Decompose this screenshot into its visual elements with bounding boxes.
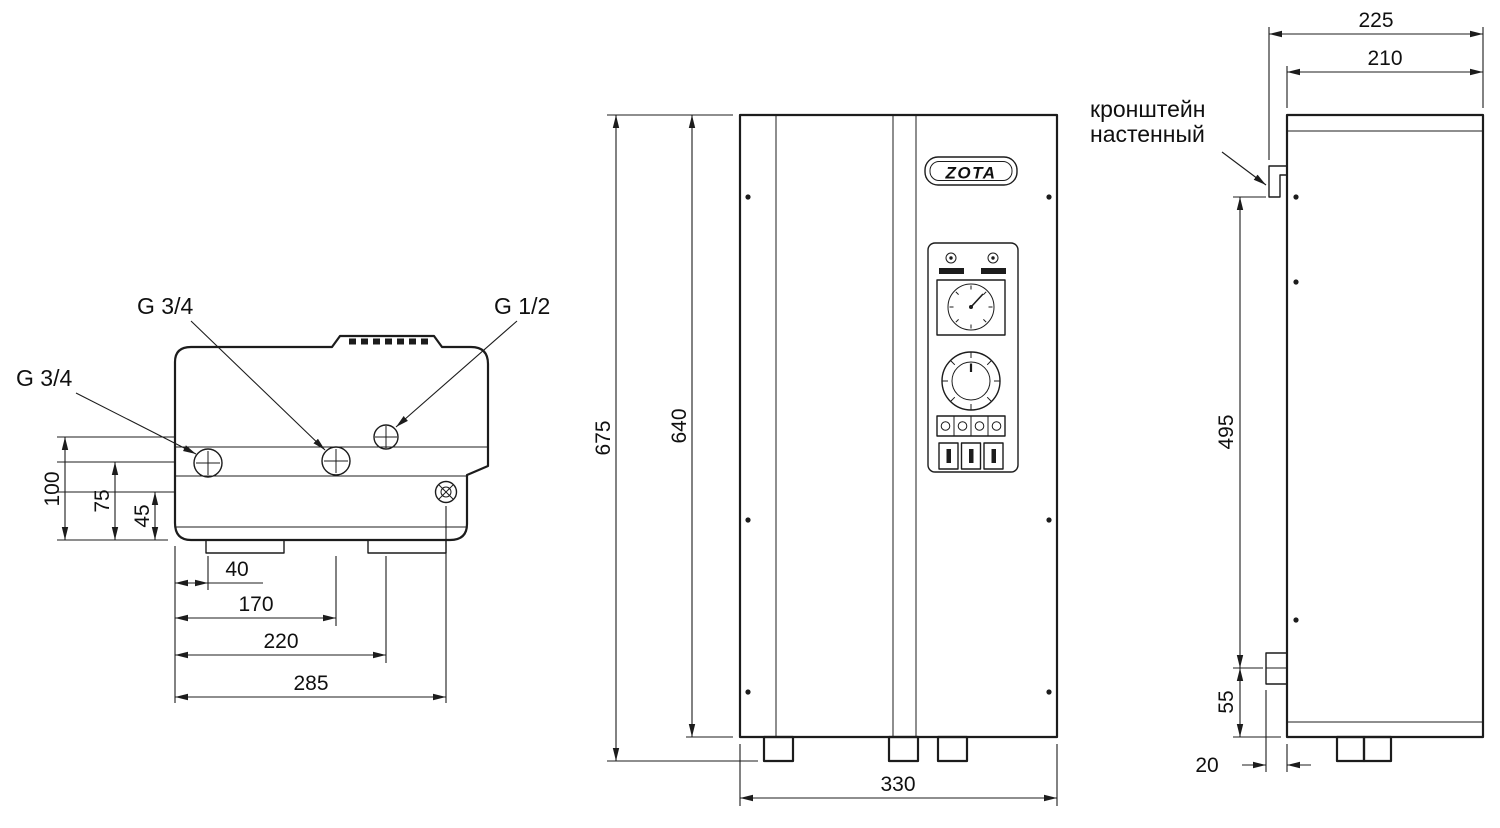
side-foot-back [1362, 735, 1393, 763]
dim-220: 220 [263, 630, 298, 653]
bracket-leader [1221, 151, 1267, 186]
front-view: ZOTA [592, 113, 1059, 806]
dim-285: 285 [293, 672, 328, 695]
dim-75: 75 [91, 489, 114, 512]
port-g34-middle-icon [321, 446, 351, 476]
dim-675: 675 [592, 420, 615, 455]
dim-640: 640 [668, 408, 691, 443]
bracket-note-line2: настенный [1090, 121, 1205, 147]
label-g12: G 1/2 [494, 293, 550, 319]
front-foot-right [936, 735, 969, 763]
indicator-lamp-right-icon [987, 252, 999, 264]
port-g12-icon [373, 424, 399, 450]
front-foot-middle [887, 735, 920, 763]
dim-20: 20 [1195, 754, 1218, 777]
side-foot-front [1335, 735, 1366, 763]
side-view: кронштейн настенный 225 210 495 55 [1090, 9, 1485, 777]
dim-40: 40 [225, 558, 248, 581]
front-view-dimensions: 675 640 330 [592, 114, 1058, 806]
power-switches-icon [938, 442, 1004, 470]
front-screws-icon [745, 194, 1052, 695]
side-screws-icon [1293, 194, 1299, 623]
bracket-note-line1: кронштейн [1090, 96, 1205, 122]
dim-100: 100 [41, 471, 64, 506]
label-g34-top: G 3/4 [137, 293, 193, 319]
dim-225: 225 [1358, 9, 1393, 32]
dim-330: 330 [880, 773, 915, 796]
leader-g34-left [75, 392, 197, 455]
terminal-row-icon [936, 415, 1006, 437]
lamp-label-strip-left [939, 268, 964, 274]
zota-logo: ZOTA [924, 156, 1018, 186]
dim-45: 45 [131, 504, 154, 527]
control-panel [927, 242, 1019, 473]
terminal-block-icon [349, 338, 428, 345]
top-view-body-outline [173, 334, 490, 542]
top-view: G 3/4 G 1/2 G 3/4 100 75 45 [16, 293, 550, 703]
front-body-outline [738, 113, 1059, 739]
zota-logo-text: ZOTA [944, 164, 996, 183]
bottom-tab-left [205, 539, 285, 554]
wall-bracket-top [1268, 165, 1287, 198]
indicator-lamp-left-icon [945, 252, 957, 264]
thermometer-gauge-icon [936, 279, 1006, 336]
port-g34-left-icon [193, 448, 223, 478]
drain-bolt-icon [434, 480, 458, 504]
front-foot-left [762, 735, 795, 763]
bottom-tab-right [367, 539, 447, 554]
side-body-outline [1285, 113, 1485, 739]
leader-g34-top [190, 320, 326, 451]
dim-170: 170 [238, 593, 273, 616]
dim-55: 55 [1215, 690, 1238, 713]
thermostat-dial-icon [941, 351, 1001, 411]
dim-495: 495 [1215, 414, 1238, 449]
side-view-dimensions: 225 210 495 55 20 [1195, 9, 1484, 777]
top-view-vertical-dimensions: 100 75 45 [41, 436, 176, 541]
dim-210: 210 [1367, 47, 1402, 70]
lamp-label-strip-right [981, 268, 1006, 274]
label-g34-left: G 3/4 [16, 365, 72, 391]
top-view-horizontal-dimensions: 40 170 220 285 [174, 506, 447, 703]
leader-g12 [395, 320, 518, 428]
